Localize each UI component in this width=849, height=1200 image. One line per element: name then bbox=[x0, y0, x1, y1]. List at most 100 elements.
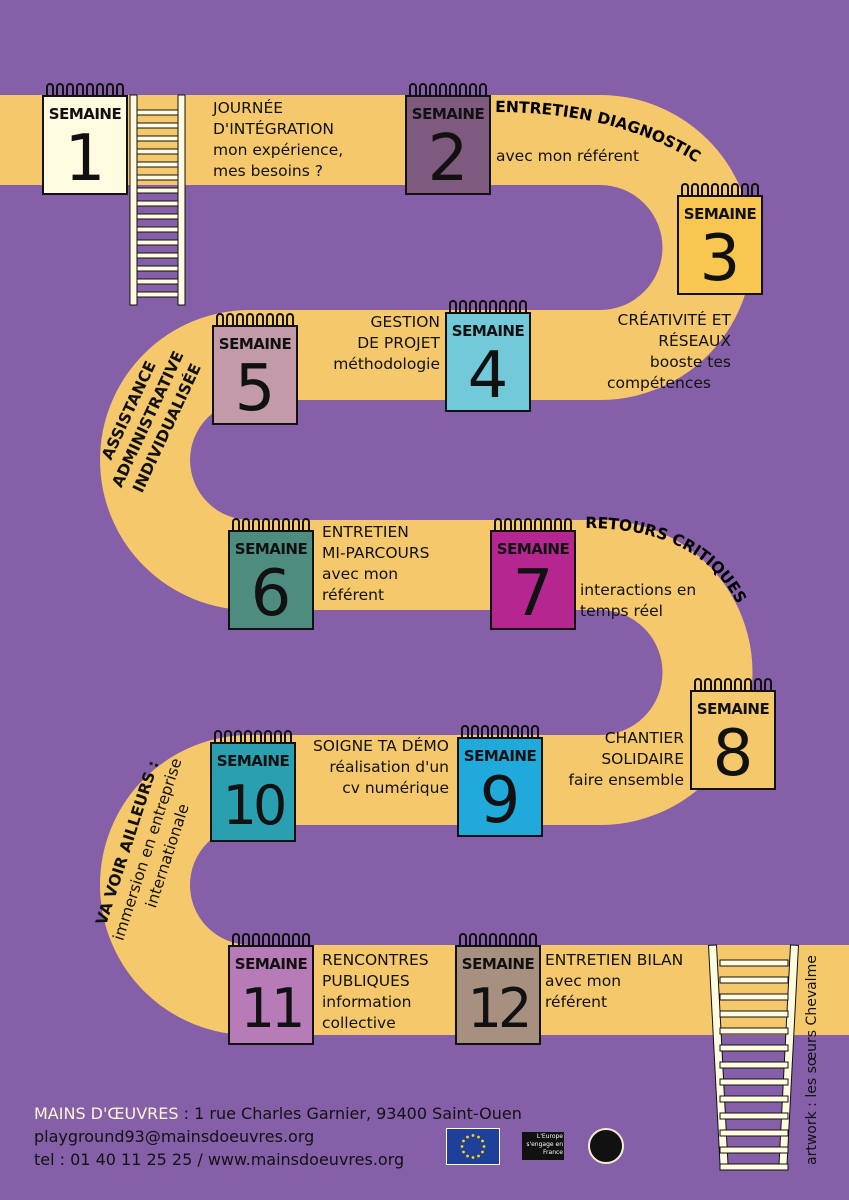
ladder-rung bbox=[719, 1027, 789, 1035]
ladder-rung bbox=[136, 109, 179, 116]
ladder-rung bbox=[136, 252, 179, 259]
ladder-rung bbox=[719, 1095, 789, 1103]
week-number: 7 bbox=[512, 557, 554, 631]
eu-stars-icon bbox=[460, 1134, 486, 1159]
calendar-label: SEMAINE bbox=[463, 747, 537, 765]
calendar-label: SEMAINE bbox=[696, 700, 770, 718]
calendar-label: SEMAINE bbox=[234, 540, 308, 558]
calendar-rings-icon bbox=[461, 725, 539, 741]
artwork-credit: artwork : les sœurs Chevalme bbox=[804, 955, 820, 1165]
europe-engage-logo: L'Europe s'engage en France bbox=[522, 1132, 564, 1160]
calendar-rings-icon bbox=[232, 518, 310, 534]
ladder-left-icon bbox=[129, 94, 186, 306]
ladder-rung bbox=[136, 148, 179, 155]
ladder-rung bbox=[719, 1061, 789, 1069]
ladder-rung bbox=[719, 1078, 789, 1086]
ladder-rung bbox=[136, 213, 179, 220]
ladder-rung bbox=[719, 976, 789, 984]
week2-subtitle: avec mon référent bbox=[496, 147, 640, 165]
address: : 1 rue Charles Garnier, 93400 Saint-Oue… bbox=[178, 1104, 522, 1123]
week-number: 2 bbox=[427, 122, 469, 196]
ladder-rung bbox=[719, 1044, 789, 1052]
star bbox=[482, 1145, 486, 1148]
star bbox=[477, 1154, 480, 1158]
calendar-rings-icon bbox=[232, 933, 310, 949]
footer-phone-web[interactable]: tel : 01 40 11 25 25 / www.mainsdoeuvres… bbox=[34, 1150, 405, 1169]
calendar-label: SEMAINE bbox=[411, 105, 485, 123]
ladder-rung bbox=[136, 200, 179, 207]
ladder-rung bbox=[719, 1129, 789, 1137]
calendar-label: SEMAINE bbox=[216, 752, 290, 770]
star bbox=[481, 1139, 484, 1143]
week-number: 9 bbox=[479, 764, 521, 838]
calendar-week-10: SEMAINE 10 bbox=[210, 730, 296, 842]
calendar-rings-icon bbox=[46, 83, 124, 99]
calendar-rings-icon bbox=[681, 183, 759, 199]
week-number: 8 bbox=[712, 717, 754, 791]
ladder-rung bbox=[719, 1112, 789, 1120]
week-number: 1 bbox=[64, 122, 106, 196]
week-number: 10 bbox=[222, 774, 288, 837]
star bbox=[466, 1135, 469, 1139]
calendar-rings-icon bbox=[694, 678, 772, 694]
star bbox=[477, 1135, 480, 1139]
ladder-right-icon bbox=[707, 944, 800, 1171]
calendar-rings-icon bbox=[214, 730, 292, 746]
ladder-rung bbox=[719, 1163, 789, 1171]
star bbox=[462, 1150, 465, 1154]
calendar-label: SEMAINE bbox=[451, 322, 525, 340]
calendar-week-12: SEMAINE 12 bbox=[455, 933, 541, 1045]
calendar-rings-icon bbox=[459, 933, 537, 949]
star bbox=[481, 1150, 484, 1154]
star bbox=[460, 1145, 464, 1148]
week-number: 3 bbox=[699, 222, 741, 296]
ladder-rung bbox=[136, 278, 179, 285]
eu-flag-logo bbox=[446, 1128, 500, 1165]
week-number: 12 bbox=[467, 977, 533, 1040]
ladder-rung bbox=[136, 187, 179, 194]
calendar-rings-icon bbox=[216, 313, 294, 329]
ladder-rung bbox=[719, 1010, 789, 1018]
calendar-label: SEMAINE bbox=[461, 955, 535, 973]
ladder-rung bbox=[719, 959, 789, 967]
star bbox=[471, 1134, 475, 1137]
ladder-rung bbox=[136, 135, 179, 142]
footer-address: MAINS D'ŒUVRES : 1 rue Charles Garnier, … bbox=[34, 1104, 522, 1123]
calendar-rings-icon bbox=[409, 83, 487, 99]
week-number: 4 bbox=[467, 339, 509, 413]
ladder-rung bbox=[136, 226, 179, 233]
calendar-label: SEMAINE bbox=[234, 955, 308, 973]
calendar-label: SEMAINE bbox=[683, 205, 757, 223]
ladder-rung bbox=[136, 174, 179, 181]
footer-email[interactable]: playground93@mainsdoeuvres.org bbox=[34, 1127, 315, 1146]
ladder-rung bbox=[136, 291, 179, 298]
calendar-label: SEMAINE bbox=[496, 540, 570, 558]
week-number: 6 bbox=[250, 557, 292, 631]
ladder-rung bbox=[136, 161, 179, 168]
emploi-logo bbox=[588, 1128, 624, 1164]
ladder-rung bbox=[719, 1146, 789, 1154]
calendar-label: SEMAINE bbox=[48, 105, 122, 123]
ladder-rung bbox=[136, 122, 179, 129]
org-name: MAINS D'ŒUVRES bbox=[34, 1104, 179, 1123]
ladder-rung bbox=[136, 239, 179, 246]
